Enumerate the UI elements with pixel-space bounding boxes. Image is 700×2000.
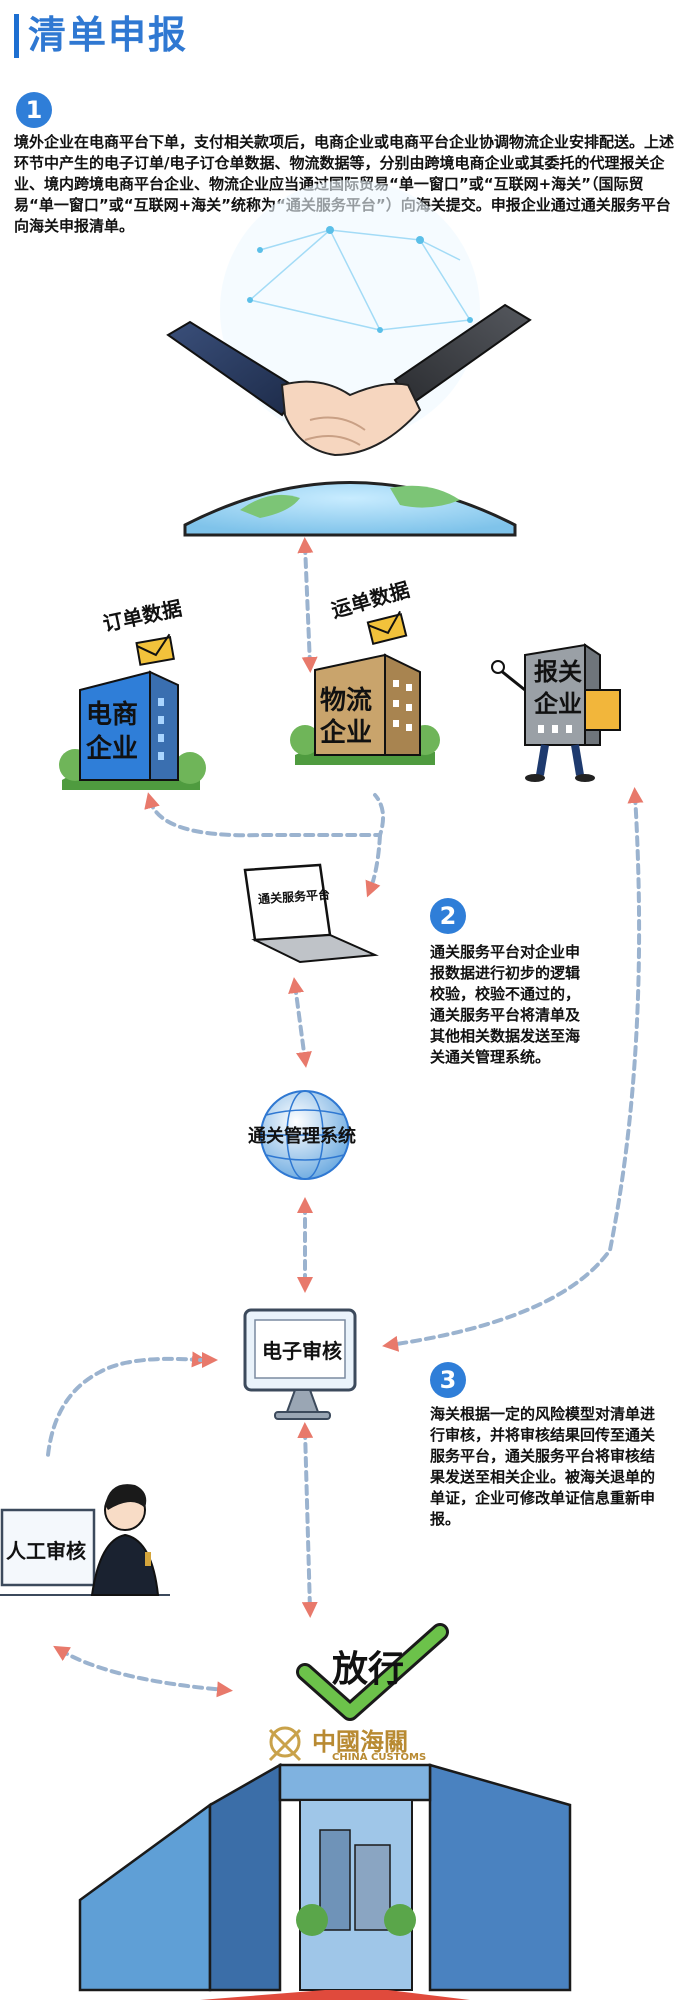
checkmark-icon — [296, 1623, 449, 1721]
officer-manual-review — [0, 1484, 170, 1596]
title-accent-bar — [14, 14, 19, 58]
laptop-illustration — [243, 863, 379, 964]
globe-system-icon — [260, 1090, 350, 1180]
step-1-badge: 1 — [16, 92, 52, 128]
ecommerce-building — [59, 633, 206, 790]
handshake-globe-illustration — [166, 180, 532, 537]
page-title: 清单申报 — [28, 13, 189, 57]
flow-connectors — [46, 537, 644, 1698]
customs-broker-figure — [491, 643, 621, 782]
monitor-electronic-review — [243, 1308, 357, 1420]
customs-gate-building — [78, 1726, 572, 2000]
logistics-building — [290, 610, 440, 765]
